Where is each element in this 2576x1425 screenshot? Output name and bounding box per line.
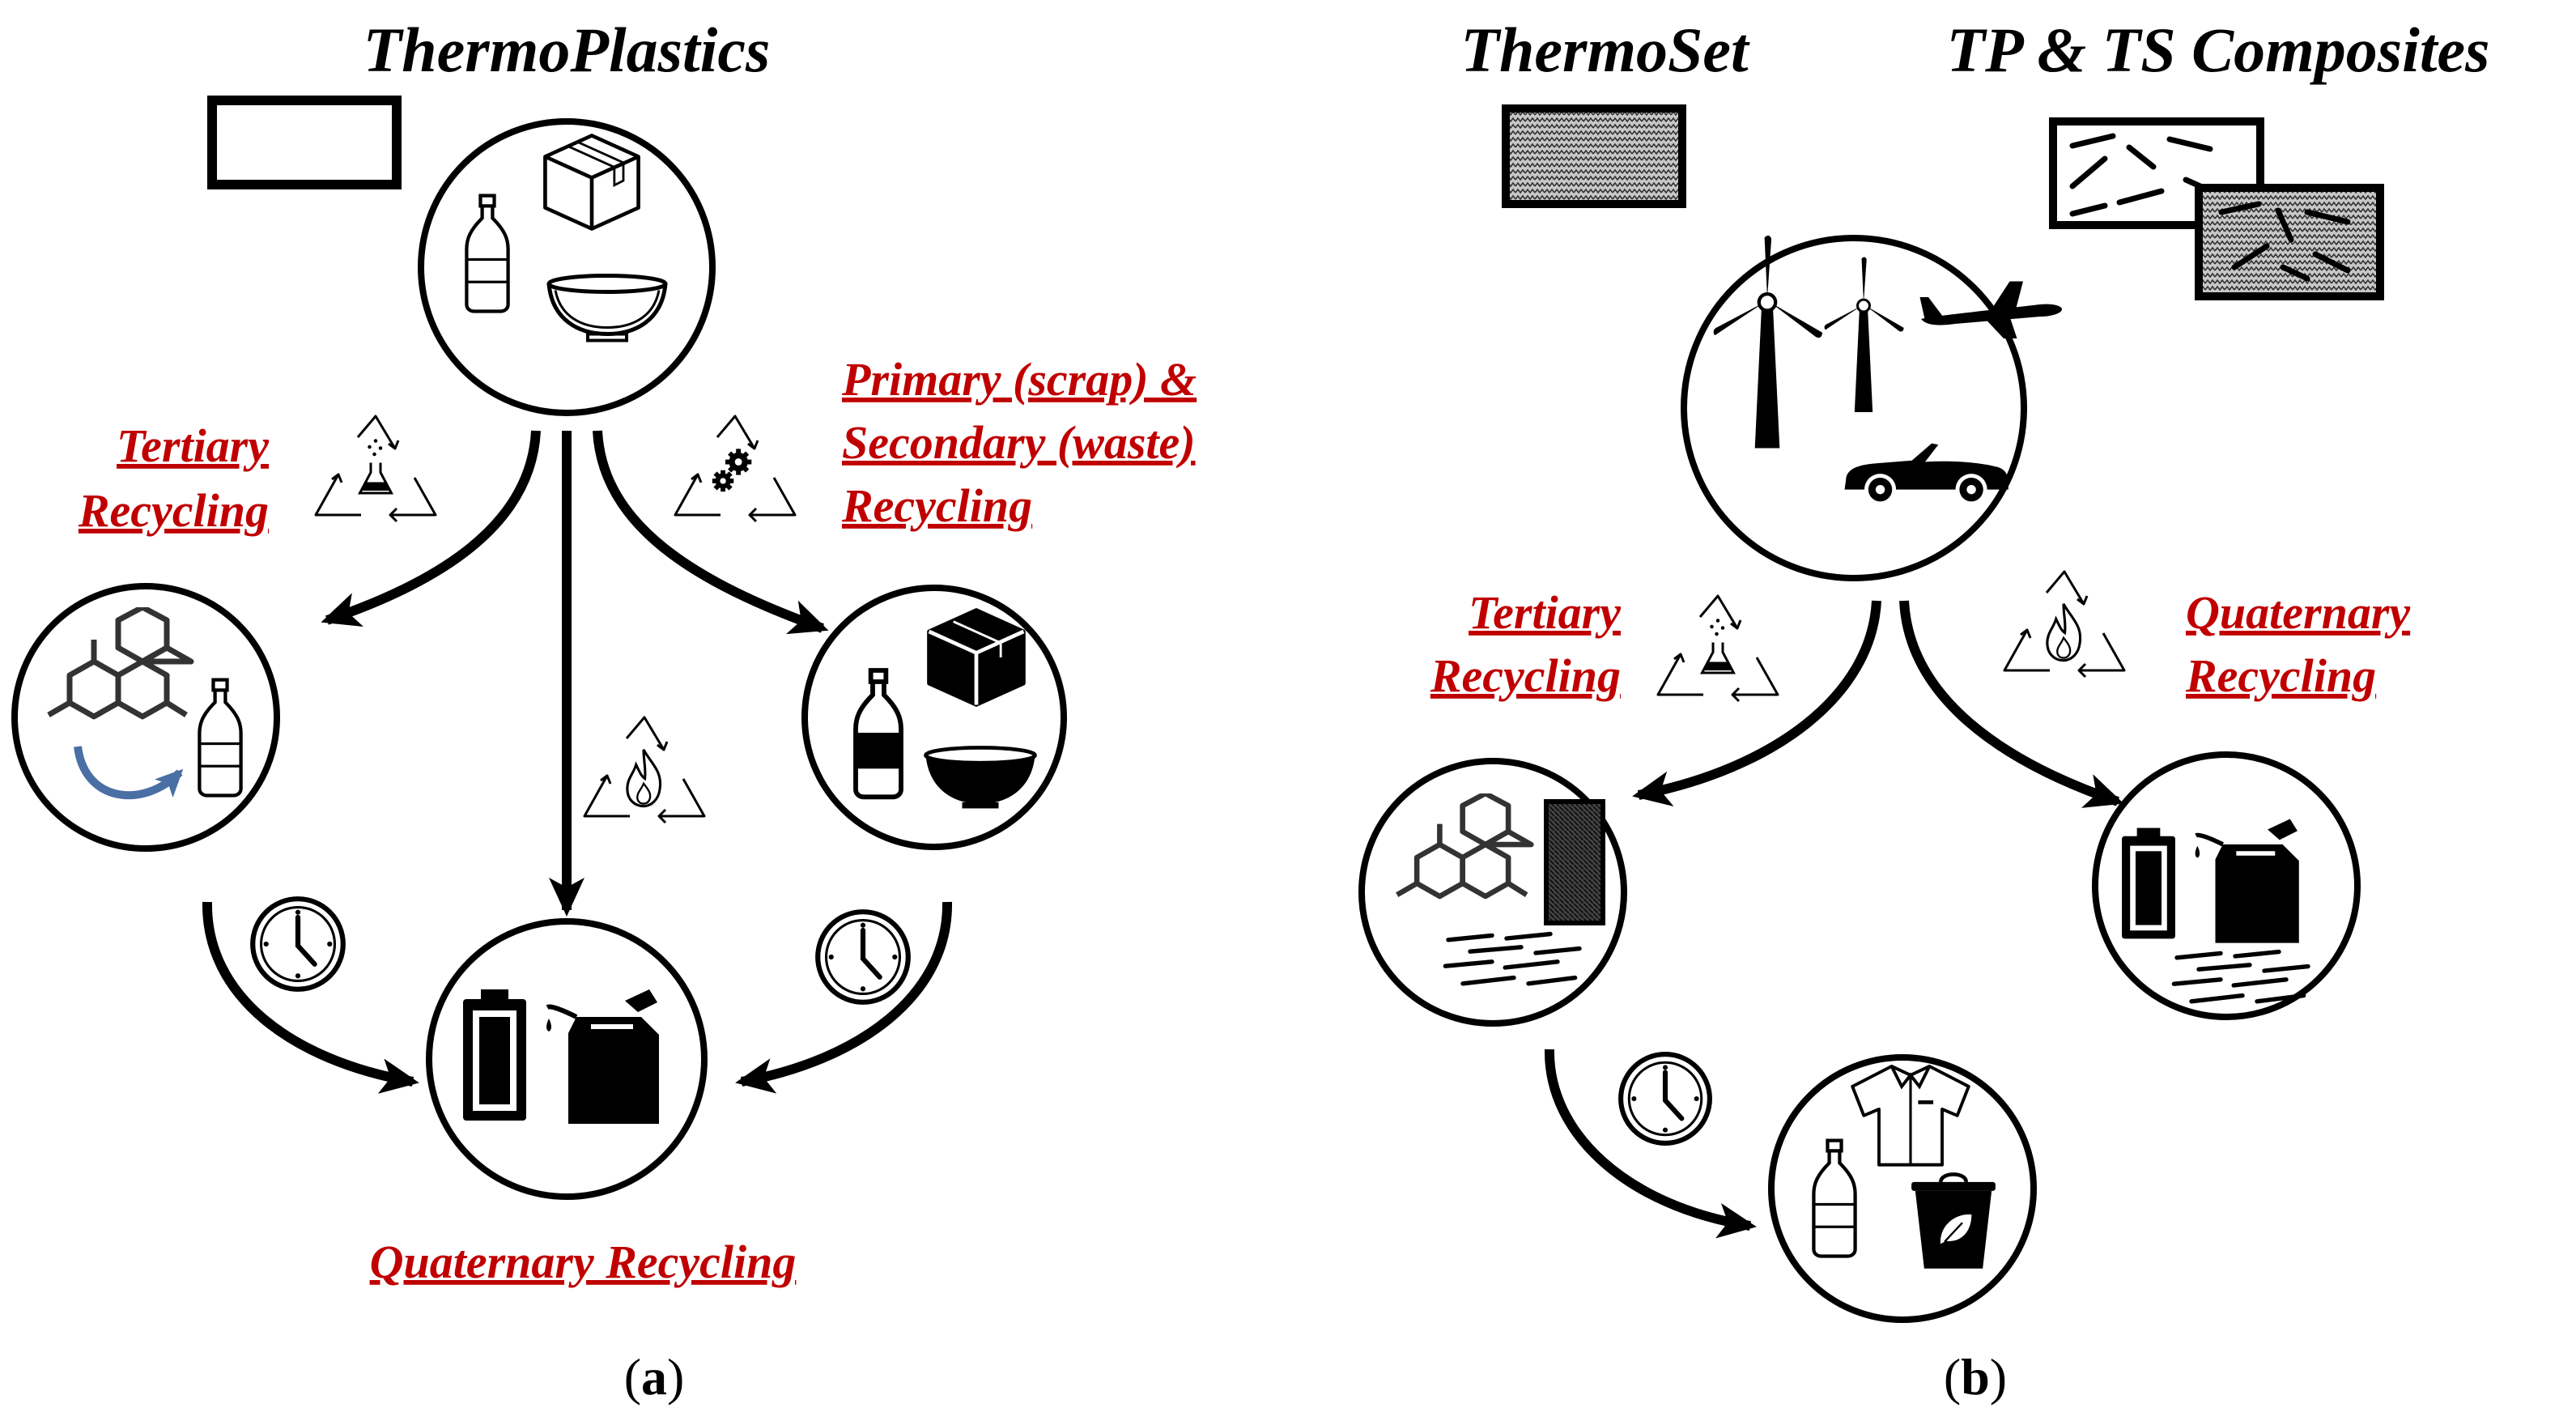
composite-legend-boxes	[2049, 117, 2384, 300]
blue-conversion-arrow	[74, 746, 184, 800]
label-tertiary-line2: Recycling	[78, 484, 269, 537]
arrow-to-quaternary	[1899, 600, 2124, 808]
recycle-flame-icon	[2003, 570, 2126, 678]
compost-bin-icon	[1911, 1174, 1996, 1268]
label-quaternary-line2: Recycling	[2185, 649, 2376, 702]
arrow-to-tertiary	[1632, 600, 1881, 807]
thermoplastics-products-node	[418, 118, 716, 416]
secondary-products-node	[801, 585, 1067, 850]
arrow-to-secondary	[593, 430, 829, 635]
label-tertiary-line2: Recycling	[1430, 649, 1621, 702]
thermoplastic-legend-box	[207, 96, 402, 189]
fiber-mat-icon	[1544, 799, 1605, 925]
panel-b-title-composites: TP & TS Composites	[1947, 15, 2490, 85]
panel-b-title-thermoset: ThermoSet	[1460, 15, 1750, 85]
thermoset-tertiary-products-node	[1358, 758, 1627, 1027]
clock-icon	[1621, 1054, 1710, 1143]
battery-icon	[463, 989, 526, 1121]
tertiary-products-node	[11, 583, 280, 852]
box-icon	[929, 610, 1024, 705]
label-quaternary: Quaternary Recycling	[370, 1236, 797, 1288]
thermoset-legend-box	[1502, 104, 1686, 208]
composites-applications-node	[1681, 235, 2062, 581]
panel-a-arrows	[202, 430, 953, 1094]
label-primary-line3: Recycling	[841, 479, 1032, 532]
reuse-products-node	[1768, 1054, 2037, 1323]
thermoset-quaternary-products-node	[2092, 751, 2361, 1020]
panel-b: ThermoSet TP & TS Composites	[1358, 15, 2490, 1406]
label-quaternary-line1: Quaternary	[2186, 586, 2410, 639]
panel-a-title: ThermoPlastics	[363, 15, 771, 85]
caption-a: (a)	[624, 1348, 685, 1406]
recycle-gears-icon	[674, 415, 797, 523]
panel-b-arrows	[1544, 600, 2124, 1239]
label-primary-line1: Primary (scrap) &	[841, 353, 1197, 406]
panel-a: ThermoPlastics	[11, 15, 1197, 1406]
label-tertiary-line1: Tertiary	[1469, 586, 1621, 639]
clock-icon	[253, 899, 343, 989]
quaternary-products-node	[426, 918, 708, 1200]
arrow-to-tertiary	[321, 430, 541, 627]
label-primary-line2: Secondary (waste)	[842, 416, 1196, 469]
recycle-flame-icon	[583, 716, 706, 824]
recycle-flask-icon	[1656, 594, 1779, 703]
clock-icon	[818, 912, 908, 1002]
label-tertiary-line1: Tertiary	[117, 419, 269, 472]
recycle-flask-icon	[314, 415, 437, 523]
arrow-secondary-to-quaternary	[735, 901, 953, 1094]
box-icon	[545, 135, 638, 228]
arrow-tertiary-to-quaternary	[202, 901, 419, 1094]
arrow-tertiary-to-reuse	[1544, 1049, 1757, 1239]
caption-b: (b)	[1944, 1348, 2007, 1406]
battery-icon	[2122, 827, 2175, 939]
